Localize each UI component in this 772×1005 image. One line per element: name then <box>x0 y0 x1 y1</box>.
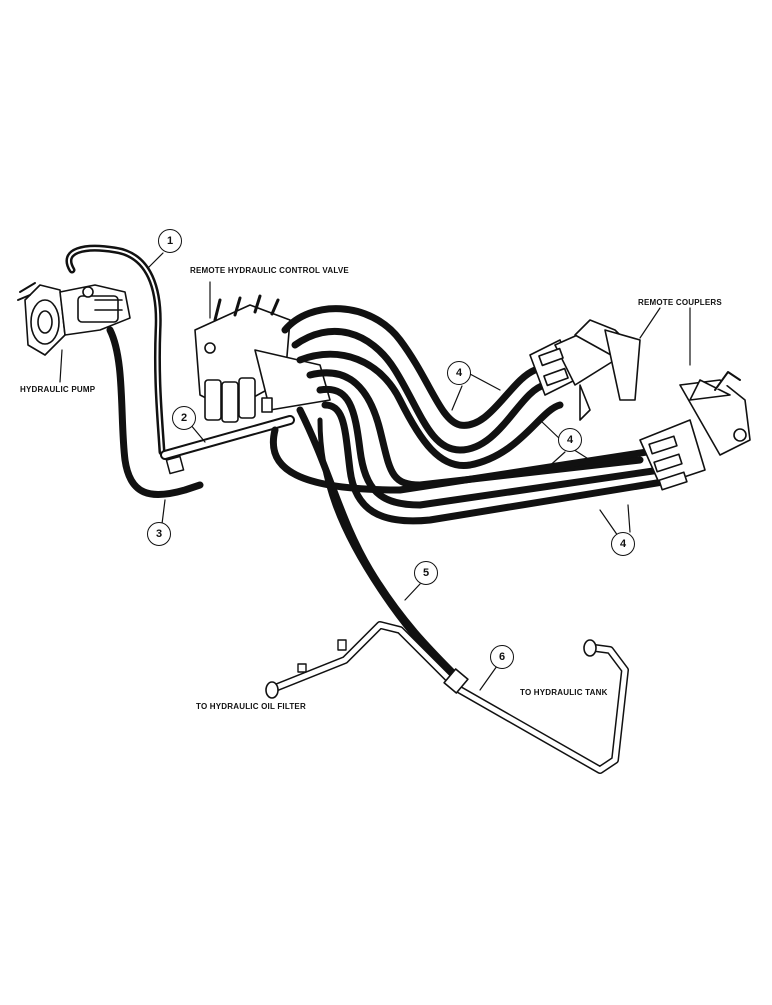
callout-3: 3 <box>147 522 171 546</box>
hose-4-c <box>296 350 564 470</box>
callout-6: 6 <box>490 645 514 669</box>
callout-4-a: 4 <box>447 361 471 385</box>
label-hydraulic-pump: HYDRAULIC PUMP <box>20 385 96 394</box>
hose-4-e <box>316 385 664 509</box>
leader-lines <box>59 252 691 691</box>
callout-4-b: 4 <box>558 428 582 452</box>
hose-4-d <box>306 369 644 489</box>
callout-5: 5 <box>414 561 438 585</box>
tube-6 <box>265 621 629 774</box>
hose-4-f <box>321 401 679 525</box>
label-control-valve: REMOTE HYDRAULIC CONTROL VALVE <box>190 266 349 275</box>
hose-5-b <box>317 417 453 675</box>
hose-4-g <box>270 426 664 494</box>
hose-4-b <box>291 327 549 454</box>
label-remote-couplers: REMOTE COUPLERS <box>638 298 722 307</box>
callout-2: 2 <box>172 406 196 430</box>
callout-4-c: 4 <box>611 532 635 556</box>
hose-3 <box>106 326 204 499</box>
callout-1: 1 <box>158 229 182 253</box>
remote-couplers-lower <box>639 371 751 491</box>
label-hydraulic-tank: TO HYDRAULIC TANK <box>520 688 608 697</box>
hydraulic-pump <box>17 282 131 356</box>
label-oil-filter: TO HYDRAULIC OIL FILTER <box>196 702 306 711</box>
remote-couplers-upper <box>529 319 641 421</box>
remote-control-valve <box>194 294 331 423</box>
hose-4-a <box>281 305 539 429</box>
